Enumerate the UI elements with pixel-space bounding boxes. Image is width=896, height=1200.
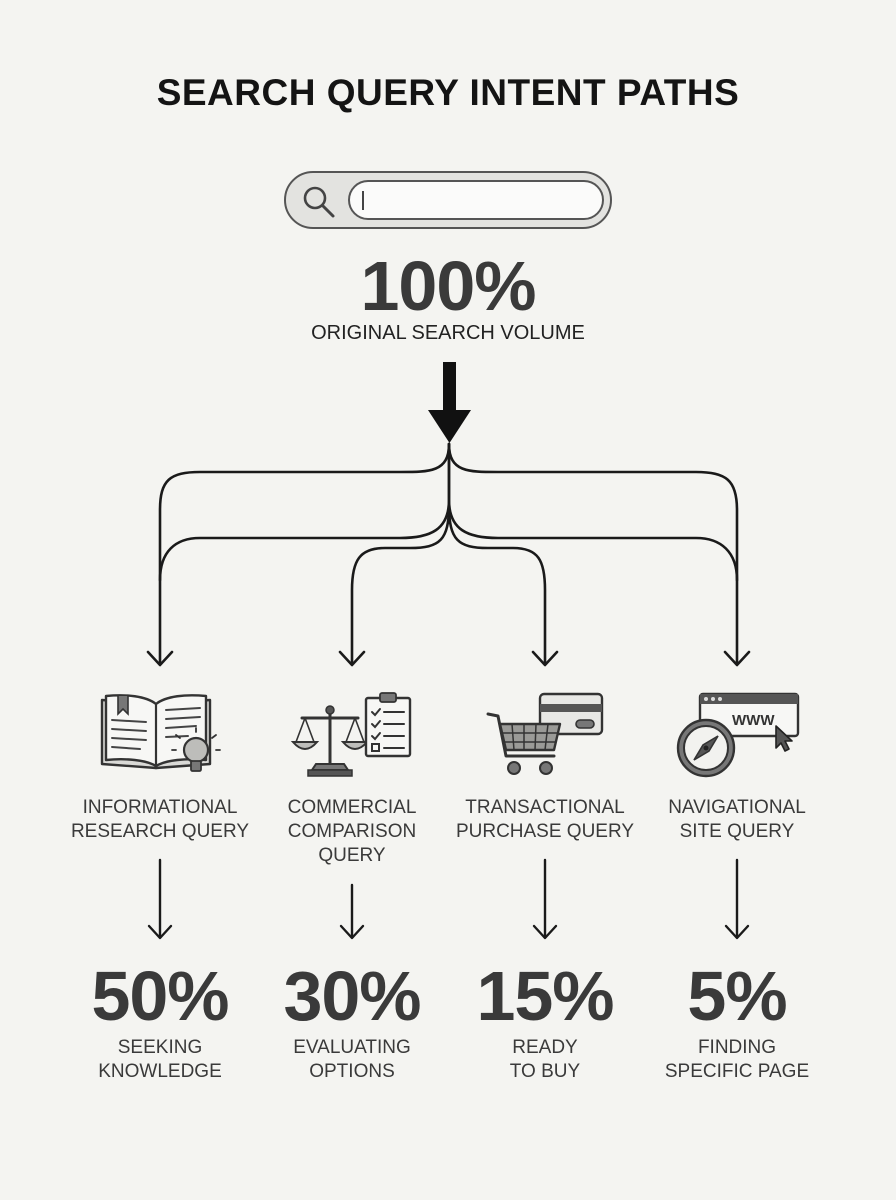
arrowhead-navigational xyxy=(723,650,751,667)
branch-arrowheads xyxy=(146,650,751,667)
search-input xyxy=(348,180,604,220)
desc-commercial: EVALUATING OPTIONS xyxy=(293,1037,411,1082)
desc-transactional: READY TO BUY xyxy=(509,1037,581,1082)
percent-navigational: 5% xyxy=(687,957,787,1035)
label-transactional: TRANSACTIONAL PURCHASE QUERY xyxy=(455,797,635,842)
arrowhead-commercial xyxy=(338,650,366,667)
arrowhead-informational xyxy=(146,650,174,667)
desc-navigational: FINDING SPECIFIC PAGE xyxy=(664,1037,810,1082)
percent-transactional: 15% xyxy=(476,957,614,1035)
arrowhead-transactional xyxy=(531,650,559,667)
percent-informational: 50% xyxy=(91,957,229,1035)
branch-line-inner-left-wide xyxy=(158,442,451,582)
branch-line-outer-left xyxy=(158,442,451,664)
branch-line-commercial xyxy=(350,503,451,664)
compass-browser-icon: WWW xyxy=(676,692,800,778)
search-bar xyxy=(284,171,612,229)
svg-text:WWW: WWW xyxy=(732,712,775,729)
branch-line-outer-right xyxy=(447,442,739,664)
label-commercial: COMMERCIAL COMPARISON QUERY xyxy=(287,797,417,866)
desc-informational: SEEKING KNOWLEDGE xyxy=(98,1037,222,1082)
search-icon xyxy=(303,186,335,218)
diagram-title: SEARCH QUERY INTENT PATHS xyxy=(156,72,740,113)
result-arrows xyxy=(147,858,750,940)
main-down-arrow xyxy=(428,362,471,443)
branch-lines xyxy=(158,442,739,664)
percent-commercial: 30% xyxy=(283,957,421,1035)
text-caret xyxy=(362,191,364,210)
source-percent: 100% xyxy=(360,247,536,325)
scale-checklist-icon xyxy=(290,692,412,777)
label-navigational: NAVIGATIONAL SITE QUERY xyxy=(668,797,806,842)
branch-line-transactional xyxy=(447,503,547,664)
book-lightbulb-icon xyxy=(100,694,221,772)
label-informational: INFORMATIONAL RESEARCH QUERY xyxy=(70,797,250,842)
source-label: ORIGINAL SEARCH VOLUME xyxy=(311,322,585,344)
cart-credit-card-icon xyxy=(486,692,604,775)
branch-line-inner-right-wide xyxy=(447,442,739,582)
